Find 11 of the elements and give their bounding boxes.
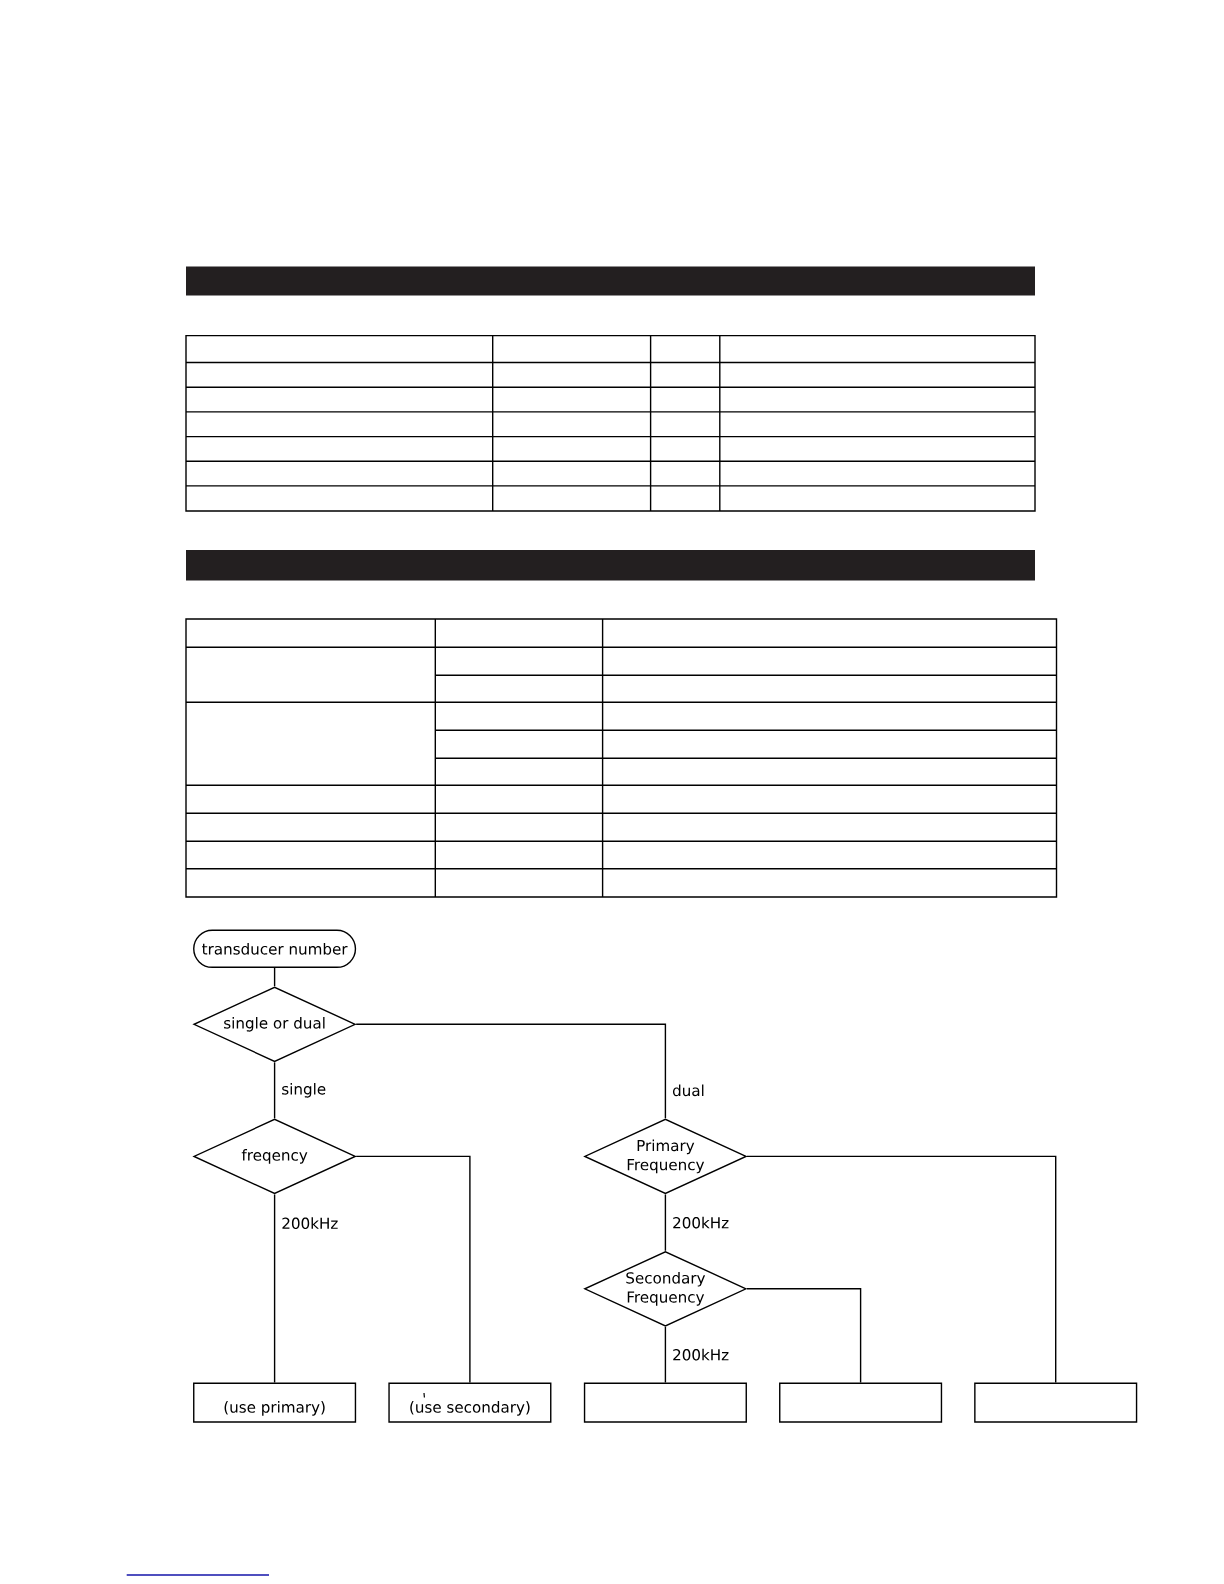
edge-label: dual — [672, 1084, 704, 1097]
process-box — [583, 1382, 747, 1423]
process-box — [974, 1382, 1138, 1423]
edge-label: single — [282, 1083, 326, 1098]
terminal-box: transducer number — [193, 929, 357, 968]
edge-label: 200kHz — [673, 1348, 729, 1361]
process-box — [779, 1382, 943, 1423]
edge-label: 200kHz — [673, 1216, 729, 1229]
process-box: (use secondary) — [388, 1382, 552, 1423]
edge-label: 200kHz — [282, 1217, 338, 1230]
process-box: (use primary) — [193, 1382, 357, 1423]
